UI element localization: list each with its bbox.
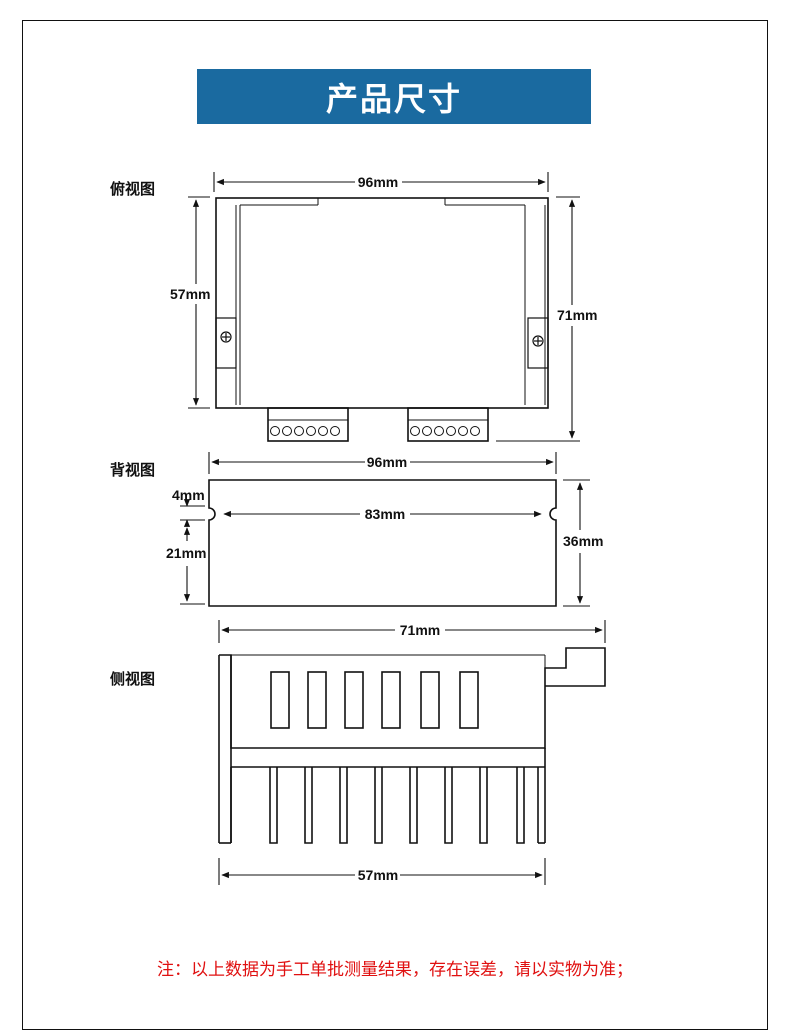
top-view-drawing	[215, 197, 549, 442]
back-height-label: 36mm	[563, 533, 603, 549]
side-view-label: 侧视图	[110, 670, 156, 688]
top-view-label: 俯视图	[110, 180, 156, 198]
top-total-height-label: 71mm	[557, 307, 597, 323]
back-slot-spacing-label: 83mm	[365, 506, 405, 522]
back-view-label: 背视图	[110, 461, 156, 479]
side-base-width-label: 57mm	[358, 867, 398, 883]
side-view-drawing	[218, 647, 606, 844]
top-width-label: 96mm	[358, 174, 398, 190]
top-view-screws	[220, 331, 544, 347]
terminal-screws	[270, 426, 480, 436]
disclaimer-note: 注：以上数据为手工单批测量结果，存在误差，请以实物为准；	[157, 960, 633, 980]
side-width-label: 71mm	[400, 622, 440, 638]
back-slot-offset-label: 4mm	[172, 487, 205, 503]
back-lower-height-label: 21mm	[166, 545, 206, 561]
page-title: 产品尺寸	[197, 69, 591, 124]
back-view-drawing	[208, 479, 557, 607]
back-width-label: 96mm	[367, 454, 407, 470]
top-inner-height-label: 57mm	[170, 286, 210, 302]
